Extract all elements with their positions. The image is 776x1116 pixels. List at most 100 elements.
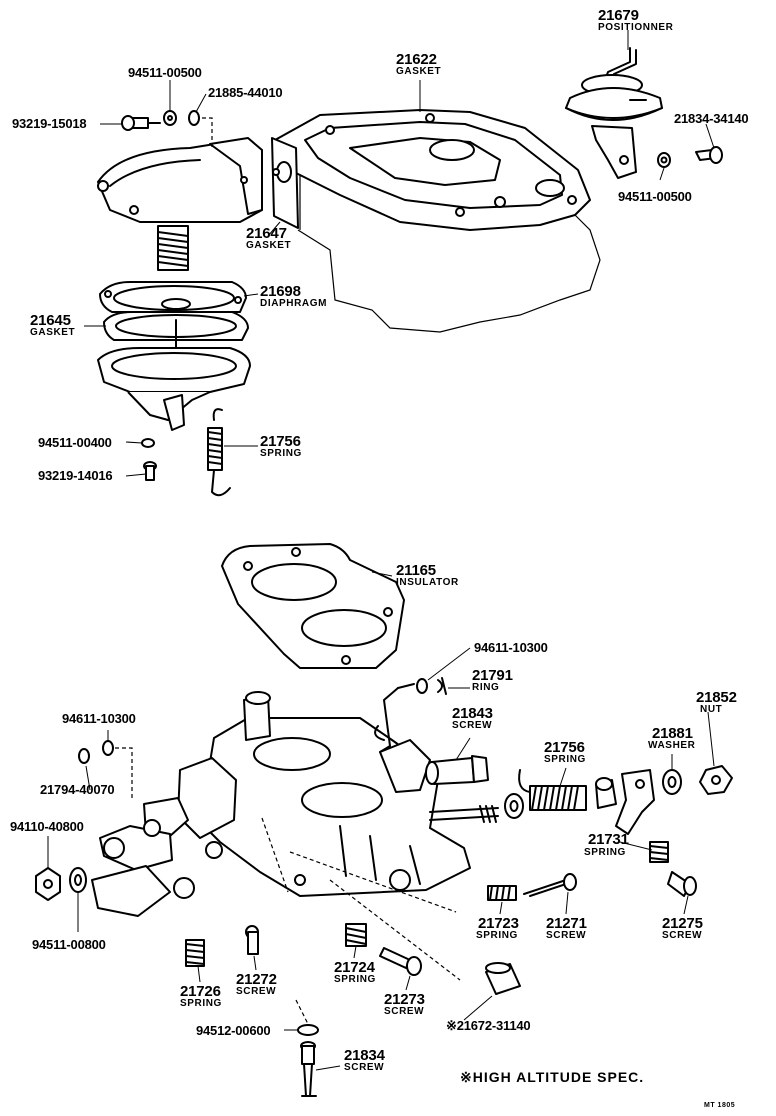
label-21731-sub: SPRING [584,847,626,858]
label-21645-sub: GASKET [30,327,76,338]
lever-plate-part [615,769,655,835]
label-21791-sub: RING [472,682,500,693]
throttle-body-part [91,691,471,917]
insulator-21165-part [221,543,405,669]
screw-21272-part [245,925,259,955]
spring-21731-part [649,841,669,863]
label-21273: 21273 [384,991,425,1008]
label-21271-sub: SCREW [546,930,587,941]
screw-21834-part [300,1041,317,1097]
label-21724: 21724 [334,959,375,976]
label-21724-sub: SPRING [334,974,376,985]
label-21679: 21679 [598,7,639,24]
ring-21885-44010-part [188,110,213,150]
label-21672-31140: ※21672-31140 [446,1018,531,1033]
screw-21273-part [379,947,422,976]
label-21726-sub: SPRING [180,998,222,1009]
parts-94611-10300-left [78,740,114,764]
ring-94611-10300-top-part [416,678,428,694]
label-21272: 21272 [236,971,277,988]
label-21698-sub: DIAPHRAGM [260,298,328,309]
spring-21756-top-part [207,408,231,497]
washer-21881-part [662,769,682,795]
label-21645: 21645 [30,312,71,329]
diaphragm-21698-part [99,281,247,313]
label-21275-sub: SCREW [662,930,703,941]
label-21165: 21165 [396,562,436,579]
part-21672-31140 [485,962,521,995]
label-21723-sub: SPRING [476,930,518,941]
label-21271: 21271 [546,915,587,932]
diaphragm-spring-part [157,225,189,271]
washer-94512-00600-part [297,1024,319,1036]
spring-21756-right-part [518,769,587,811]
spring-21726-part [185,939,205,967]
ring-21791-part [437,677,447,695]
label-21834-sub: SCREW [344,1062,385,1073]
screw-21843-part [425,755,489,785]
linkage-rod-part [374,683,415,753]
nut-94511-00500-top-part [163,110,177,126]
label-21794-40070: 21794-40070 [40,782,115,797]
label-21756-right-sub: SPRING [544,754,586,765]
washer-94511-00400-part [141,438,155,448]
gasket-21645-part [103,311,249,396]
label-93219-15018: 93219-15018 [12,116,87,131]
label-21834: 21834 [344,1047,385,1064]
label-21881-sub: WASHER [648,740,696,751]
label-21756-top-sub: SPRING [260,448,302,459]
label-94511-00400: 94511-00400 [38,435,112,450]
leader-lines [47,30,715,1071]
label-21723: 21723 [478,915,519,932]
screw-21275-part [667,871,697,897]
label-94611-10300-left: 94611-10300 [62,711,136,726]
gasket-21647-part [271,137,299,229]
diagram-code: MT 1805 [704,1102,736,1109]
screw-93219-14016-part [143,461,157,481]
diaphragm-housing-part [97,347,251,431]
exploded-lines [108,747,461,1029]
label-21679-sub: POSITIONNER [598,22,674,33]
label-21726: 21726 [180,983,221,1000]
label-21622: 21622 [396,51,437,68]
label-21834-34140: 21834-34140 [674,111,749,126]
label-21165-sub: INSULATOR [396,577,459,588]
label-21852: 21852 [696,689,737,706]
nut-94110-40800-part [35,867,61,901]
label-21622-sub: GASKET [396,66,442,77]
label-21275: 21275 [662,915,703,932]
bushing-part [595,777,617,809]
screw-21271-part [523,873,577,897]
screw-21834-34140-part [695,146,723,164]
gasket-21622-part [274,109,591,231]
label-94110-40800: 94110-40800 [10,819,84,834]
label-21885-44010: 21885-44010 [208,85,283,100]
label-21272-sub: SCREW [236,986,277,997]
throttle-shaft-part [429,805,499,823]
label-21756-right: 21756 [544,739,585,756]
label-21731: 21731 [588,831,629,848]
diaphragm-cover-part [97,137,263,223]
label-21843: 21843 [452,705,493,722]
label-21273-sub: SCREW [384,1006,425,1017]
label-94511-00800: 94511-00800 [32,937,106,952]
nut-94511-00500-right-part [657,152,671,168]
label-21647: 21647 [246,225,287,242]
screw-93219-15018-part [121,115,161,131]
label-21791: 21791 [472,667,513,684]
label-21698: 21698 [260,283,301,300]
label-21756-top: 21756 [260,433,301,450]
washer-94511-00800-part [69,867,87,893]
spring-21723-part [487,885,517,901]
label-94511-00500-right: 94511-00500 [618,189,692,204]
footnote-high-altitude-spec: ※HIGH ALTITUDE SPEC. [460,1069,645,1085]
label-21881: 21881 [652,725,693,742]
label-94511-00500-top: 94511-00500 [128,65,202,80]
label-21843-sub: SCREW [452,720,493,731]
label-94512-00600: 94512-00600 [196,1023,271,1038]
spring-21724-part [345,923,367,947]
label-94611-10300-top: 94611-10300 [474,640,548,655]
label-21647-sub: GASKET [246,240,292,251]
label-21852-sub: NUT [700,704,723,715]
